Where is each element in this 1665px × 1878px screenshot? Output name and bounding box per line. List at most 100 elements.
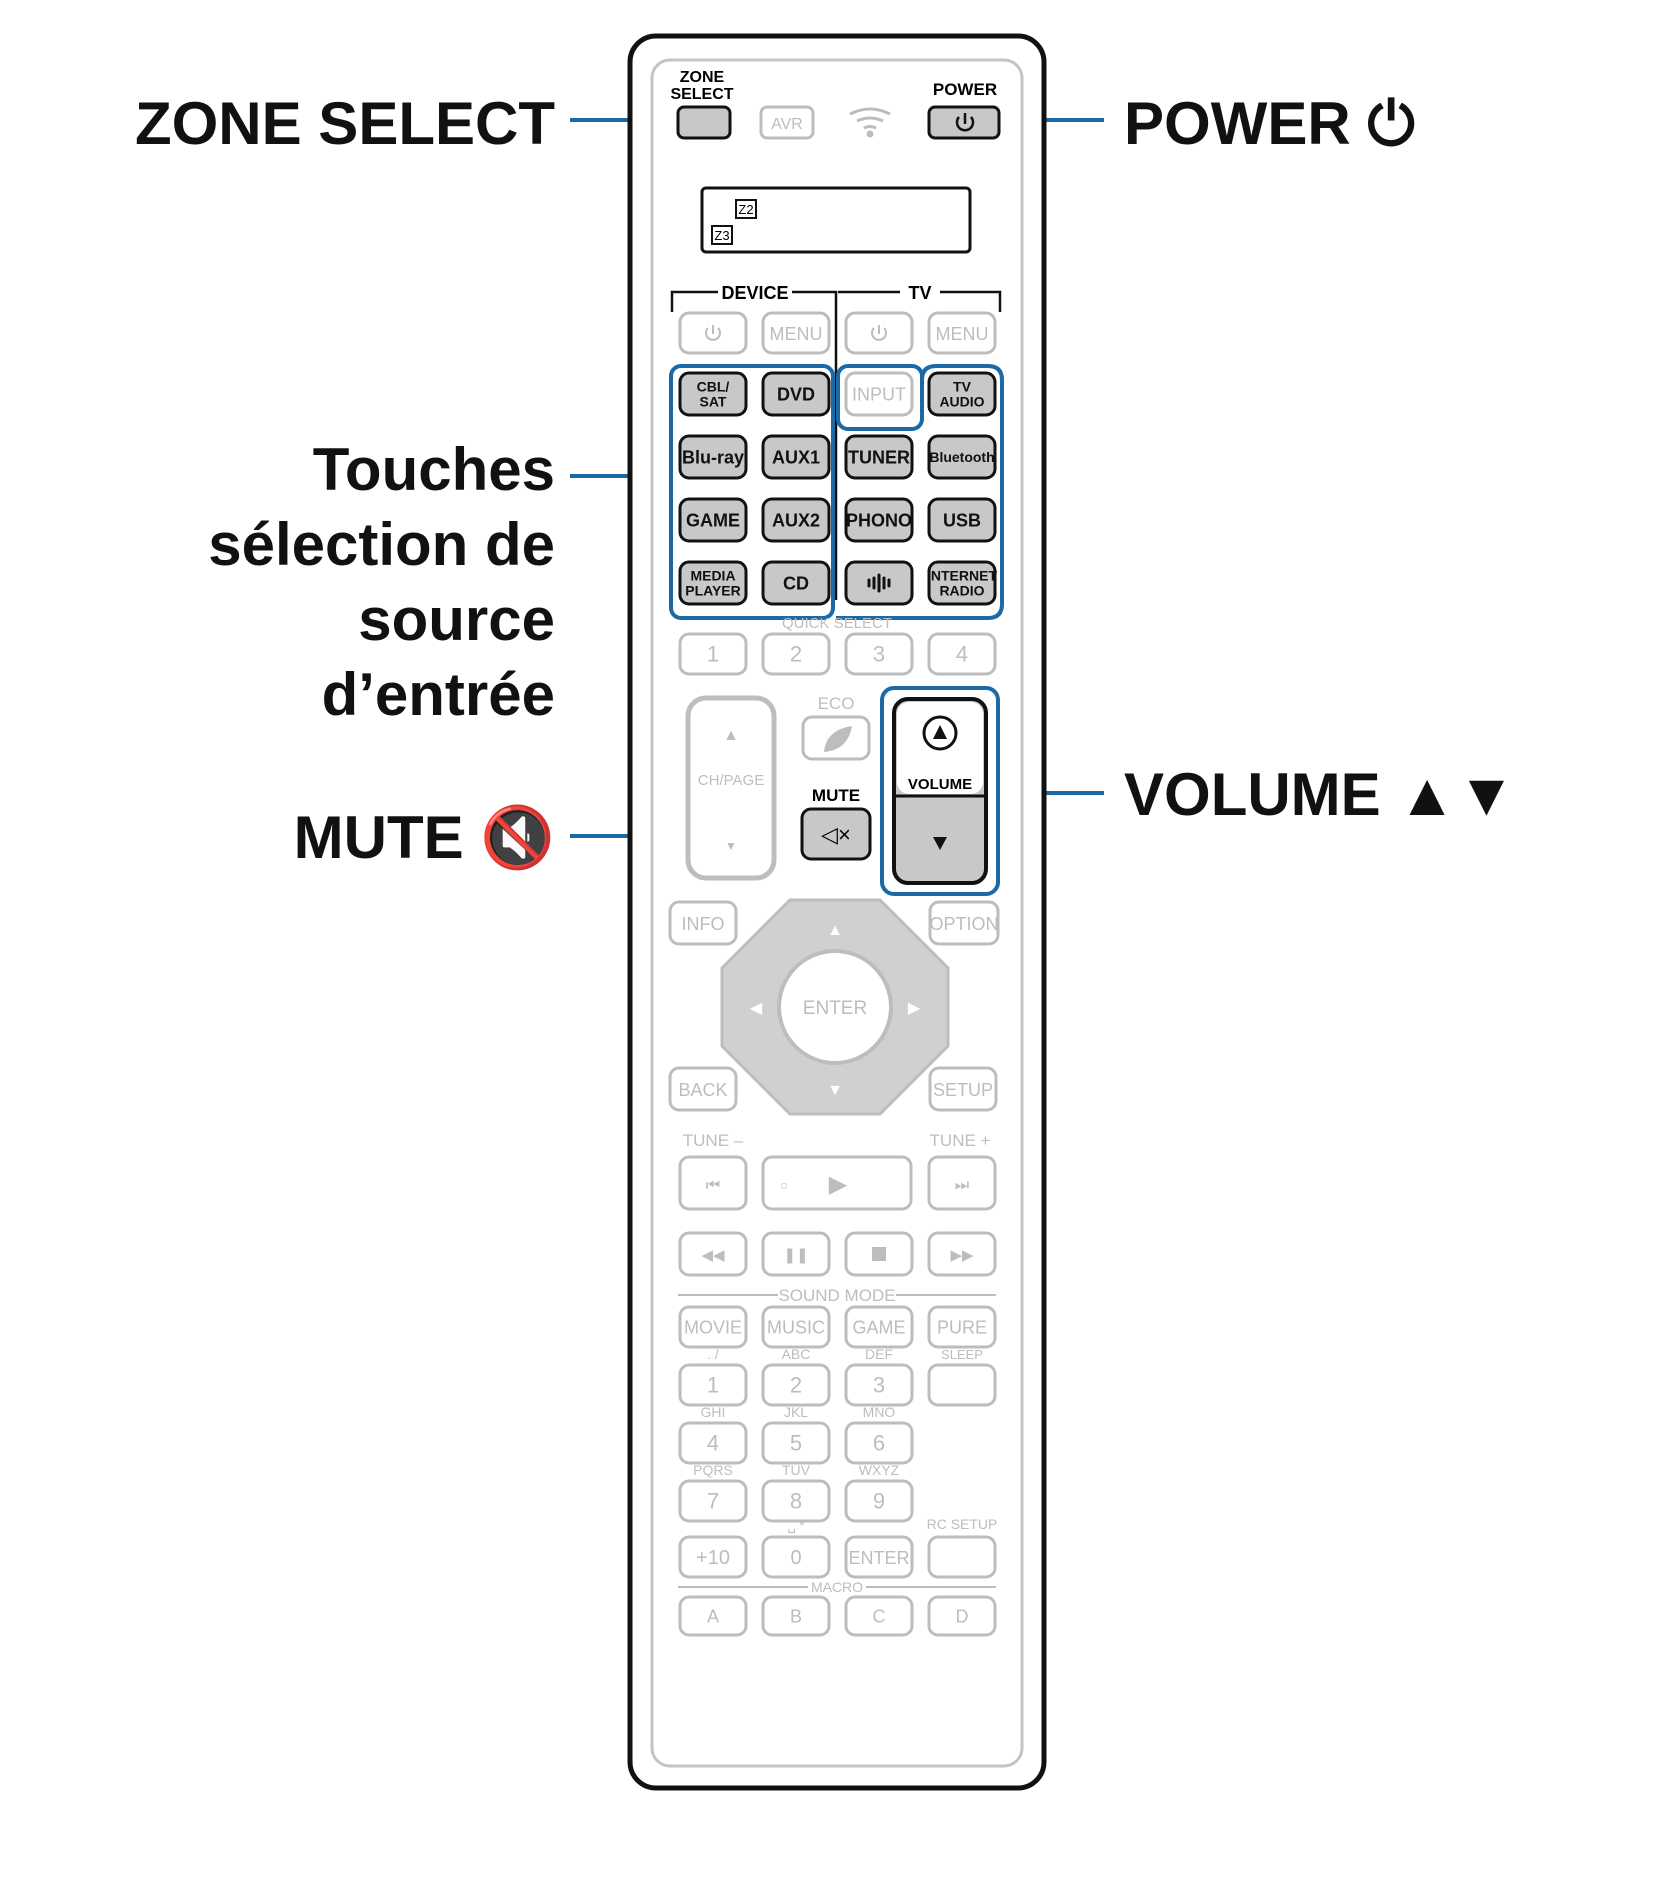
source-internet-radio-button[interactable] (927, 560, 997, 606)
keypad-5-label: 5 (790, 1431, 802, 1456)
callout-source-selection: Touches sélection de source d’entrée (208, 432, 555, 732)
fast-forward-button[interactable] (927, 1231, 997, 1277)
keypad-7-button[interactable] (678, 1479, 748, 1523)
skip-forward-icon: ⏭ (955, 1177, 969, 1194)
zero-button[interactable] (761, 1535, 831, 1579)
quick-select-4-label: 4 (956, 642, 968, 667)
rc-setup-button[interactable] (927, 1535, 997, 1579)
sound-mode-game-button[interactable] (844, 1305, 914, 1349)
enter-button[interactable] (777, 949, 893, 1065)
mute-label: MUTE (812, 786, 860, 805)
keypad-6-button[interactable] (844, 1421, 914, 1465)
keypad-8-button[interactable] (761, 1479, 831, 1523)
quick-select-3-button[interactable] (844, 632, 914, 676)
keypad-5-button[interactable] (761, 1421, 831, 1465)
keypad-3-label: 3 (873, 1373, 885, 1398)
volume-down-icon[interactable] (933, 837, 947, 850)
macro-b-button[interactable] (761, 1595, 831, 1637)
tv-menu-label: MENU (936, 324, 989, 344)
keypad-enter-label: ENTER (848, 1548, 909, 1568)
keypad-9-button[interactable] (844, 1479, 914, 1523)
callout-source-line-4: d’entrée (321, 661, 555, 728)
ch-up-icon: ▲ (723, 727, 739, 744)
macro-d-button[interactable] (927, 1595, 997, 1637)
keypad-2-button[interactable] (761, 1363, 831, 1407)
pause-button[interactable] (761, 1231, 831, 1277)
tune-minus-label: TUNE – (683, 1131, 744, 1150)
setup-button[interactable] (928, 1066, 998, 1112)
play-button[interactable] (761, 1155, 913, 1211)
source-media-player-button[interactable] (678, 560, 748, 606)
ch-page-rocker[interactable] (685, 695, 777, 881)
source-aux2-button[interactable] (761, 497, 831, 543)
keypad-4-button[interactable] (678, 1421, 748, 1465)
keypad-9-label: 9 (873, 1489, 885, 1514)
dpad-down-icon[interactable]: ▼ (827, 1082, 843, 1099)
dpad-up-icon[interactable]: ▲ (827, 922, 843, 939)
source-tuner-button[interactable] (844, 434, 914, 480)
quick-select-2-button[interactable] (761, 632, 831, 676)
back-label: BACK (678, 1080, 727, 1100)
keypad-3-button[interactable] (844, 1363, 914, 1407)
play-dot-icon: ○ (780, 1177, 788, 1193)
highlight-tv-sources (836, 364, 1004, 620)
heos-icon (867, 573, 891, 593)
avr-button[interactable] (759, 105, 815, 140)
keypad-enter-button[interactable] (844, 1535, 914, 1579)
macro-c-button[interactable] (844, 1595, 914, 1637)
device-menu-button[interactable] (761, 311, 831, 355)
sound-mode-movie-button[interactable] (678, 1305, 748, 1349)
option-button[interactable] (928, 900, 1000, 946)
skip-forward-button[interactable] (927, 1155, 997, 1211)
dpad-left-icon[interactable]: ◀ (750, 1000, 763, 1017)
source-game-label: GAME (686, 510, 740, 530)
source-game-button[interactable] (678, 497, 748, 543)
rewind-button[interactable] (678, 1231, 748, 1277)
source-cd-label: CD (783, 573, 809, 593)
info-button[interactable] (668, 900, 738, 946)
sound-mode-music-button[interactable] (761, 1305, 831, 1349)
source-dvd-button[interactable] (761, 371, 831, 417)
keypad-9-letters: WXYZ (859, 1462, 900, 1478)
quick-select-4-button[interactable] (927, 632, 997, 676)
zone-select-button[interactable] (676, 105, 732, 140)
quick-select-1-button[interactable] (678, 632, 748, 676)
source-cbl-sat-button[interactable] (678, 371, 748, 417)
source-aux1-button[interactable] (761, 434, 831, 480)
source-blu-ray-button[interactable] (678, 434, 748, 480)
macro-a-button[interactable] (678, 1595, 748, 1637)
z2-text: Z2 (738, 202, 753, 217)
quick-select-1-label: 1 (707, 642, 719, 667)
highlight-device-sources (669, 364, 835, 620)
zone-select-label-2: SELECT (670, 86, 733, 103)
source-tv-audio-button[interactable] (927, 371, 997, 417)
macro-c-label: C (873, 1606, 886, 1626)
skip-back-button[interactable] (678, 1155, 748, 1211)
keypad-3-letters: DEF (865, 1346, 893, 1362)
tv-menu-button[interactable] (927, 311, 997, 355)
setup-label: SETUP (933, 1080, 993, 1100)
leader-source-selection (570, 474, 673, 478)
source-usb-button[interactable] (927, 497, 997, 543)
pause-icon: ❚❚ (783, 1247, 808, 1264)
keypad-1-button[interactable] (678, 1363, 748, 1407)
mute-button[interactable] (800, 807, 872, 861)
rc-setup-label: RC SETUP (927, 1516, 998, 1532)
source-bluetooth-button[interactable] (927, 434, 997, 480)
plus10-label: +10 (696, 1547, 730, 1569)
z3-text: Z3 (714, 228, 729, 243)
keypad-6-label: 6 (873, 1431, 885, 1456)
dpad-right-icon[interactable]: ▶ (908, 1000, 921, 1017)
sleep-button[interactable] (927, 1363, 997, 1407)
source-input-button[interactable] (844, 371, 914, 417)
source-cd-button[interactable] (761, 560, 831, 606)
source-phono-button[interactable] (844, 497, 914, 543)
device-group-label: DEVICE (721, 283, 788, 303)
plus10-button[interactable] (678, 1535, 748, 1579)
sound-mode-pure-button[interactable] (927, 1305, 997, 1349)
back-button[interactable] (668, 1066, 738, 1112)
sleep-label: SLEEP (941, 1347, 983, 1362)
source-usb-label: USB (943, 510, 981, 530)
